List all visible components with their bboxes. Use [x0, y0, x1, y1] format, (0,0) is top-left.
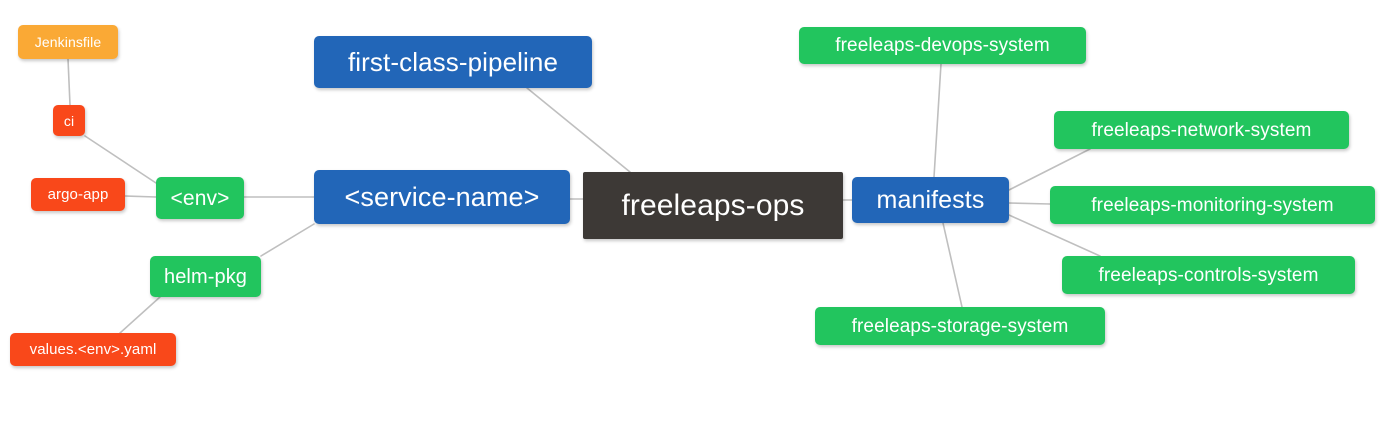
node-first-class-pipeline[interactable]: first-class-pipeline [314, 36, 592, 88]
edge-jenkinsfile-to-ci [67, 58, 71, 106]
node-freeleaps-network-system[interactable]: freeleaps-network-system [1054, 111, 1349, 149]
node-freeleaps-storage-system[interactable]: freeleaps-storage-system [815, 307, 1105, 345]
edge-service-name-to-helm-pkg [260, 223, 315, 257]
edge-manifests-to-freeleaps-monitoring-system [1008, 202, 1051, 205]
node-freeleaps-devops-system[interactable]: freeleaps-devops-system [799, 27, 1086, 64]
node-values-yaml[interactable]: values.<env>.yaml [10, 333, 176, 366]
edge-helm-pkg-to-values-yaml [119, 296, 161, 334]
node-manifests[interactable]: manifests [852, 177, 1009, 223]
node-freeleaps-controls-system[interactable]: freeleaps-controls-system [1062, 256, 1355, 294]
node-argo-app[interactable]: argo-app [31, 178, 125, 211]
node-freeleaps-monitoring-system[interactable]: freeleaps-monitoring-system [1050, 186, 1375, 224]
node-jenkinsfile[interactable]: Jenkinsfile [18, 25, 118, 59]
edge-first-class-pipeline-to-freeleaps-ops [526, 87, 631, 173]
node-service-name[interactable]: <service-name> [314, 170, 570, 224]
edge-ci-to-env [84, 135, 157, 184]
edge-manifests-to-freeleaps-devops-system [933, 63, 942, 178]
node-env[interactable]: <env> [156, 177, 244, 219]
node-ci[interactable]: ci [53, 105, 85, 136]
edge-argo-app-to-env [124, 195, 157, 198]
node-freeleaps-ops[interactable]: freeleaps-ops [583, 172, 843, 239]
node-helm-pkg[interactable]: helm-pkg [150, 256, 261, 297]
edge-manifests-to-freeleaps-storage-system [942, 222, 963, 308]
edge-manifests-to-freeleaps-network-system [1008, 148, 1091, 191]
